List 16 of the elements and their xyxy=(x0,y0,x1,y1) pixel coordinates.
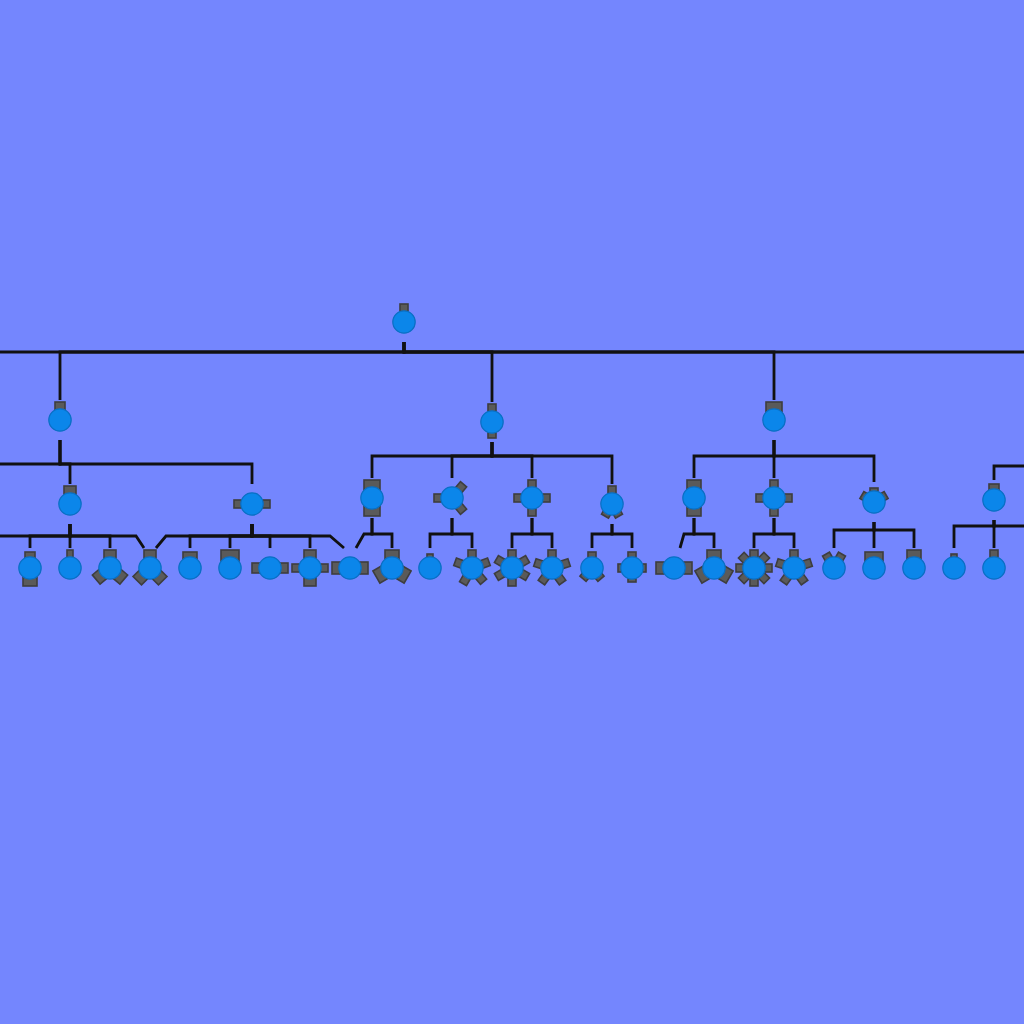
connector-line xyxy=(490,442,614,484)
connector-line xyxy=(992,520,1024,528)
connector-line xyxy=(0,342,406,354)
connector-line xyxy=(450,518,474,548)
connector-line xyxy=(610,524,634,548)
connector-line xyxy=(872,522,916,548)
connector-line xyxy=(0,440,62,466)
connector-line xyxy=(0,524,72,538)
connector-line xyxy=(530,518,554,548)
connector-line xyxy=(772,440,876,482)
connector-line xyxy=(772,518,796,548)
connector-line xyxy=(370,518,394,548)
connector-line xyxy=(992,464,1024,480)
connector-line xyxy=(250,524,345,550)
connector-line xyxy=(952,520,996,548)
connector-line xyxy=(692,518,716,548)
